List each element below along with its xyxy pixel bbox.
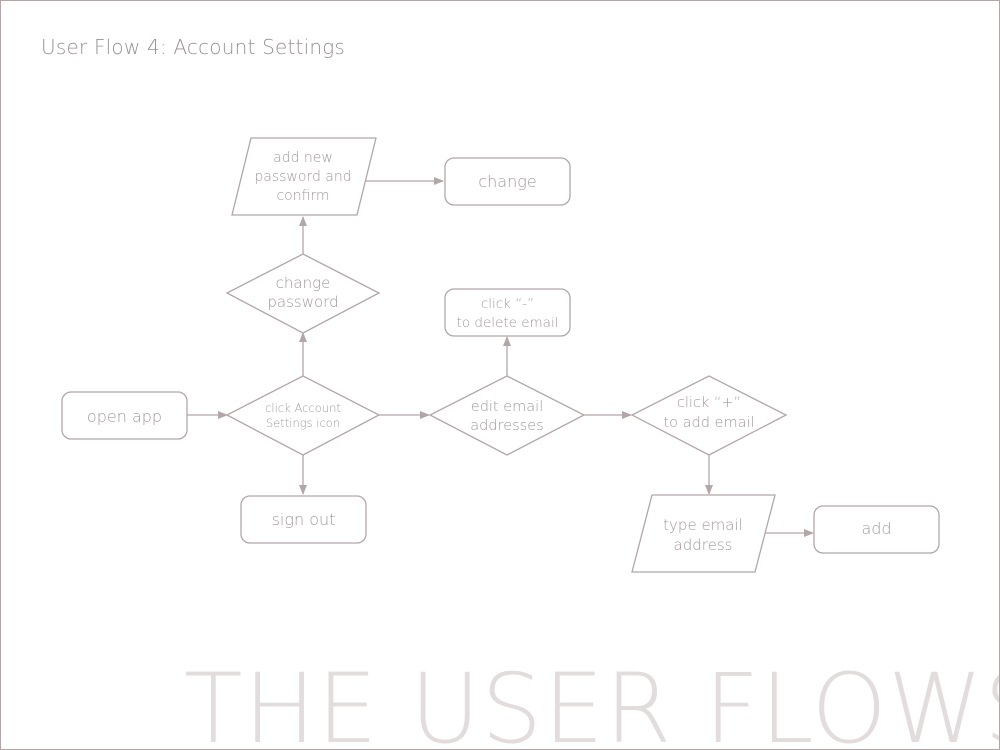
node-add-new-password-line-2: password and xyxy=(254,169,351,185)
node-type-email-line-1: type email xyxy=(663,516,743,534)
node-add-label: add xyxy=(861,519,891,538)
node-click-account-settings-line-2: Settings icon xyxy=(266,416,340,430)
node-change-password-line-1: change xyxy=(276,274,331,292)
node-change-password: change password xyxy=(225,253,381,334)
node-click-minus-line-2: to delete email xyxy=(457,315,559,331)
node-add-new-password: add new password and confirm xyxy=(231,137,377,216)
node-edit-email-line-2: addresses xyxy=(470,418,543,434)
node-click-account-settings-line-1: click Account xyxy=(265,401,341,415)
node-open-app: open app xyxy=(61,391,188,440)
node-type-email-address: type email address xyxy=(631,494,776,573)
watermark-heading: THE USER FLOWS xyxy=(184,653,1000,750)
node-click-account-settings: click Account Settings icon xyxy=(225,375,381,456)
node-add-new-password-line-3: confirm xyxy=(276,188,329,204)
node-click-plus-add-email: click “+” to add email xyxy=(630,375,788,456)
node-click-minus-delete-email: click “-” to delete email xyxy=(444,288,571,337)
node-change: change xyxy=(444,157,571,206)
node-add-new-password-line-1: add new xyxy=(273,150,333,166)
node-sign-out: sign out xyxy=(240,495,367,544)
node-add: add xyxy=(813,505,940,554)
node-open-app-label: open app xyxy=(87,407,162,426)
node-click-plus-line-2: to add email xyxy=(663,415,754,431)
flow-edges xyxy=(187,177,814,537)
node-change-password-line-2: password xyxy=(267,293,338,311)
node-click-plus-line-1: click “+” xyxy=(677,395,741,411)
node-sign-out-label: sign out xyxy=(272,510,336,529)
node-type-email-line-2: address xyxy=(674,536,733,554)
node-click-minus-line-1: click “-” xyxy=(481,296,534,312)
node-change-label: change xyxy=(478,172,536,191)
node-edit-email-addresses: edit email addresses xyxy=(428,375,586,456)
page-title: User Flow 4: Account Settings xyxy=(41,35,346,59)
node-edit-email-line-1: edit email xyxy=(471,399,543,415)
